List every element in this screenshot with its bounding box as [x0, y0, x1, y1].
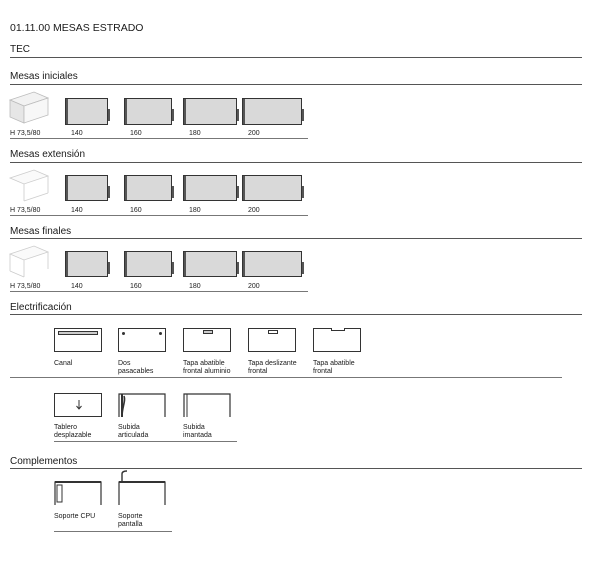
item-label: Canal	[54, 360, 73, 367]
page-title: 01.11.00 MESAS ESTRADO	[10, 22, 144, 34]
table-180	[183, 98, 239, 125]
size-label: 200	[248, 130, 260, 137]
size-label: 160	[130, 283, 142, 290]
table-160	[124, 251, 174, 277]
table-160	[124, 98, 174, 125]
divider	[10, 314, 582, 315]
section-heading-mesas-finales: Mesas finales	[10, 226, 72, 237]
height-label: H 73,5/80	[10, 130, 41, 137]
canal-diagram	[54, 328, 102, 352]
divider	[10, 377, 562, 378]
size-label: 160	[130, 207, 142, 214]
divider	[10, 238, 582, 239]
section-heading-electrificacion: Electrificación	[10, 302, 72, 313]
section-heading-complementos: Complementos	[10, 456, 78, 467]
table-180	[183, 251, 239, 277]
size-label: 200	[248, 283, 260, 290]
table-160	[124, 175, 174, 201]
size-label: 140	[71, 283, 83, 290]
subida-imantada-diagram	[183, 393, 231, 417]
divider	[54, 441, 237, 442]
table-perspective-icon	[8, 169, 50, 202]
table-200	[242, 175, 304, 201]
size-label: 140	[71, 207, 83, 214]
section-heading-mesas-extension: Mesas extensión	[10, 149, 86, 160]
subida-articulada-diagram	[118, 393, 166, 418]
size-label: 180	[189, 283, 201, 290]
table-perspective-icon	[8, 91, 50, 124]
size-label: 180	[189, 207, 201, 214]
section-heading-mesas-iniciales: Mesas iniciales	[10, 71, 78, 82]
soporte-pantalla-diagram	[118, 470, 166, 505]
size-label: 160	[130, 130, 142, 137]
series-name: TEC	[10, 44, 30, 55]
table-perspective-icon	[8, 245, 50, 278]
size-label: 140	[71, 130, 83, 137]
soporte-cpu-diagram	[54, 481, 102, 505]
divider	[10, 57, 582, 58]
tapa-abatible-frontal-diagram	[313, 328, 361, 352]
divider	[10, 215, 308, 216]
size-label: 180	[189, 130, 201, 137]
table-200	[242, 98, 304, 125]
table-200	[242, 251, 304, 277]
divider	[10, 468, 582, 469]
arrow-down-icon	[76, 400, 82, 410]
size-label: 200	[248, 207, 260, 214]
divider	[10, 138, 308, 139]
tapa-deslizante-diagram	[248, 328, 296, 352]
height-label: H 73,5/80	[10, 283, 41, 290]
tablero-desplazable-diagram	[54, 393, 102, 417]
table-140	[65, 98, 110, 125]
divider	[10, 84, 582, 85]
divider	[10, 162, 582, 163]
divider	[54, 531, 172, 532]
dos-pasacables-diagram	[118, 328, 166, 352]
table-180	[183, 175, 239, 201]
table-140	[65, 175, 110, 201]
table-140	[65, 251, 110, 277]
height-label: H 73,5/80	[10, 207, 41, 214]
divider	[10, 291, 308, 292]
tapa-abatible-aluminio-diagram	[183, 328, 231, 352]
item-label: Soporte CPU	[54, 513, 96, 520]
